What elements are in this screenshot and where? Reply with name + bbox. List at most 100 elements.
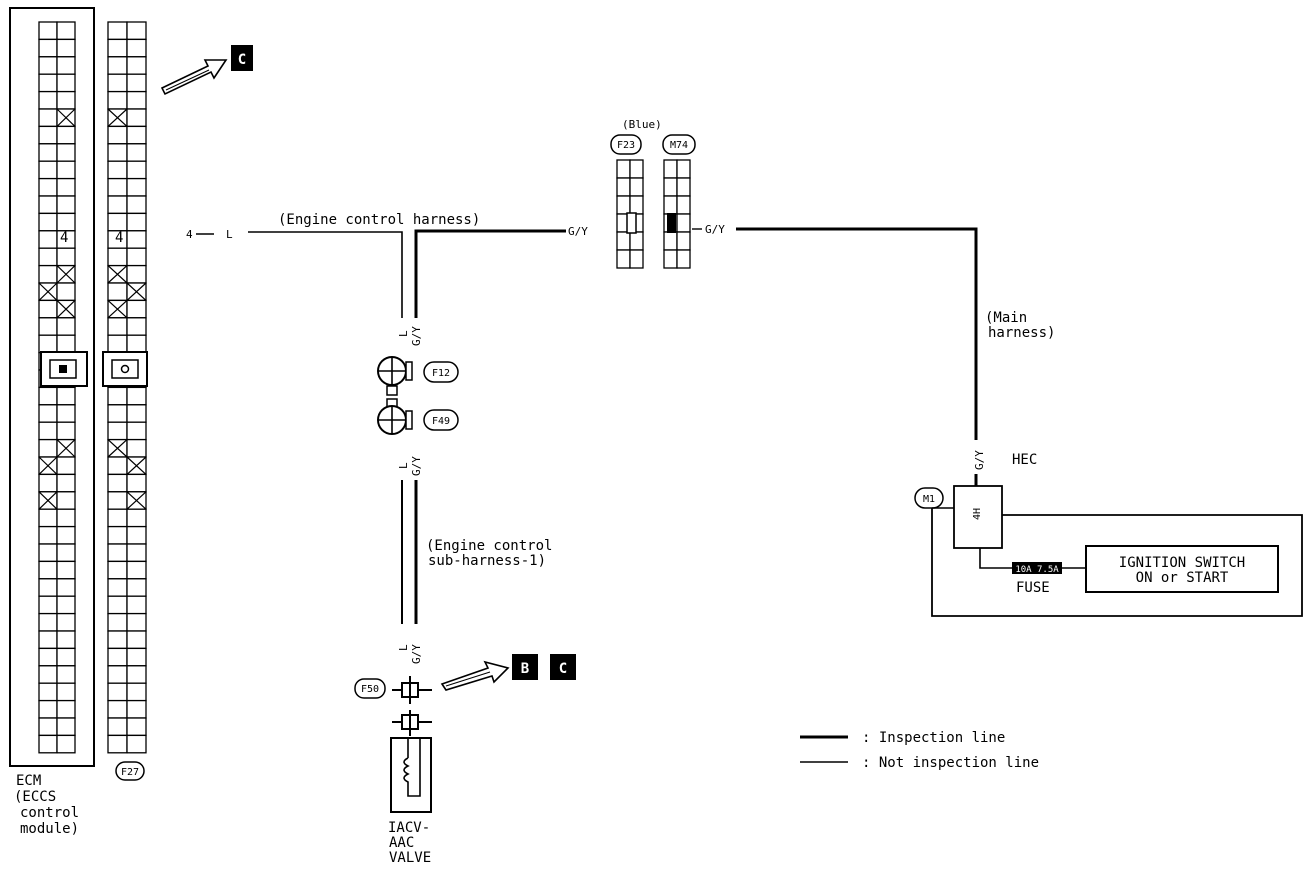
- pin-cell: [38, 647, 58, 667]
- wire-l-thin: [248, 231, 403, 318]
- pin-cell: [107, 334, 128, 354]
- fuse-block-outline: [931, 508, 1303, 617]
- pin-cell: [107, 195, 128, 215]
- unused-pin-mark: [56, 439, 76, 458]
- pin-cell: [56, 125, 76, 145]
- pin-cell: [676, 249, 691, 269]
- pin-cell: [56, 560, 76, 580]
- ref-box-c: [550, 654, 576, 680]
- unused-pin-mark: [126, 282, 147, 301]
- pin-cell: [38, 525, 58, 545]
- main-harness-wire: G/Y: [973, 450, 986, 470]
- unused-pin-mark: [107, 299, 128, 319]
- pin-cell: [126, 734, 147, 754]
- ecm-connector-pins-left: [38, 21, 76, 754]
- pin-cell: [126, 404, 147, 423]
- ref-box-c-top: [231, 45, 253, 71]
- connector-f12-badge: [423, 361, 459, 383]
- pin-cell: [126, 717, 147, 737]
- connector-m74-badge: [662, 134, 696, 155]
- pin-cell: [107, 160, 128, 180]
- pin-cell: [107, 491, 128, 510]
- pin-cell: [56, 21, 76, 41]
- connector-f12-id: F12: [432, 368, 450, 379]
- pin-cell: [663, 231, 678, 251]
- pin-cell: [107, 56, 128, 75]
- pin-cell: [126, 143, 147, 162]
- pin-cell: [126, 247, 147, 267]
- connector-f49: [377, 405, 413, 435]
- pin-cell: [629, 195, 644, 215]
- pin-cell: [629, 159, 644, 179]
- pin-cell: [126, 73, 147, 93]
- pin-cell: [107, 90, 128, 110]
- sub-harness-label-2: sub-harness-1): [428, 553, 546, 569]
- pin-cell: [56, 699, 76, 719]
- pin-cell: [38, 90, 58, 110]
- pin-cell: [107, 612, 128, 632]
- pin-cell: [56, 73, 76, 93]
- fuse-rating: 10A 7.5A: [1015, 565, 1059, 575]
- pin-cell: [107, 317, 128, 336]
- connector-f50-badge: [354, 678, 386, 699]
- pin-cell: [126, 508, 147, 528]
- connector-f23-badge: [610, 134, 642, 155]
- pin-cell: [107, 404, 128, 423]
- pin-cell: [663, 249, 678, 269]
- pin-cell: [126, 665, 147, 684]
- left-wire-color: L: [226, 228, 233, 241]
- pin-cell: [107, 456, 128, 476]
- f12-wire-gy: G/Y: [410, 326, 423, 346]
- f50-wire-gy: G/Y: [410, 644, 423, 664]
- pin-cell: [38, 317, 58, 336]
- pin-cell: [126, 230, 147, 249]
- pin-cell: [38, 404, 58, 423]
- ecm-pin-number-left: 4: [60, 230, 68, 246]
- pin-cell: [126, 90, 147, 110]
- pin-cell: [38, 108, 58, 128]
- pin-cell: [38, 38, 58, 58]
- pin-cell: [126, 299, 147, 319]
- connector-f12: [377, 356, 413, 386]
- fuse-rating-box: [1012, 562, 1062, 574]
- pin-cell: [38, 21, 58, 41]
- unused-pin-mark: [56, 108, 76, 127]
- pin-cell: [38, 56, 58, 75]
- ecm-label-line-2: (ECCS: [14, 789, 56, 805]
- pin-cell: [126, 630, 147, 650]
- pin-cell: [126, 699, 147, 719]
- unused-pin-mark: [38, 491, 58, 510]
- pin-cell: [126, 38, 147, 58]
- pin-cell: [38, 299, 58, 319]
- pin-cell: [107, 699, 128, 719]
- ref-label-c: C: [559, 661, 567, 677]
- pin-cell: [107, 630, 128, 650]
- pin-cell: [676, 231, 691, 251]
- left-arrow-number: 4: [186, 228, 193, 241]
- connector-f50-id: F50: [361, 684, 379, 695]
- pin-cell: [107, 21, 128, 41]
- pin-cell: [107, 282, 128, 302]
- ecm-latch-left: [40, 351, 88, 387]
- engine-harness-label: (Engine control harness): [278, 212, 480, 228]
- pin-cell: [38, 247, 58, 267]
- pin-cell: [107, 560, 128, 580]
- connector-f49-id: F49: [432, 416, 450, 427]
- pin-cell: [56, 543, 76, 563]
- reference-arrow-icon-valve: [440, 660, 510, 691]
- reference-arrow-icon: [160, 59, 228, 96]
- pin-cell: [38, 230, 58, 249]
- main-harness-label-2: harness): [988, 325, 1055, 341]
- wire-gy-label-m74: G/Y: [705, 223, 725, 236]
- connector-f50: [392, 676, 432, 704]
- connector-m1-badge: [914, 487, 944, 509]
- pin-cell: [56, 404, 76, 423]
- pin-cell: [38, 73, 58, 93]
- pin-cell: [38, 177, 58, 197]
- pin-cell: [107, 543, 128, 563]
- main-harness-label-1: (Main: [985, 310, 1027, 326]
- ecm-label-line-1: ECM: [16, 773, 41, 789]
- pin-cell: [38, 195, 58, 215]
- pin-cell: [616, 159, 631, 179]
- connector-f49-badge: [423, 409, 459, 431]
